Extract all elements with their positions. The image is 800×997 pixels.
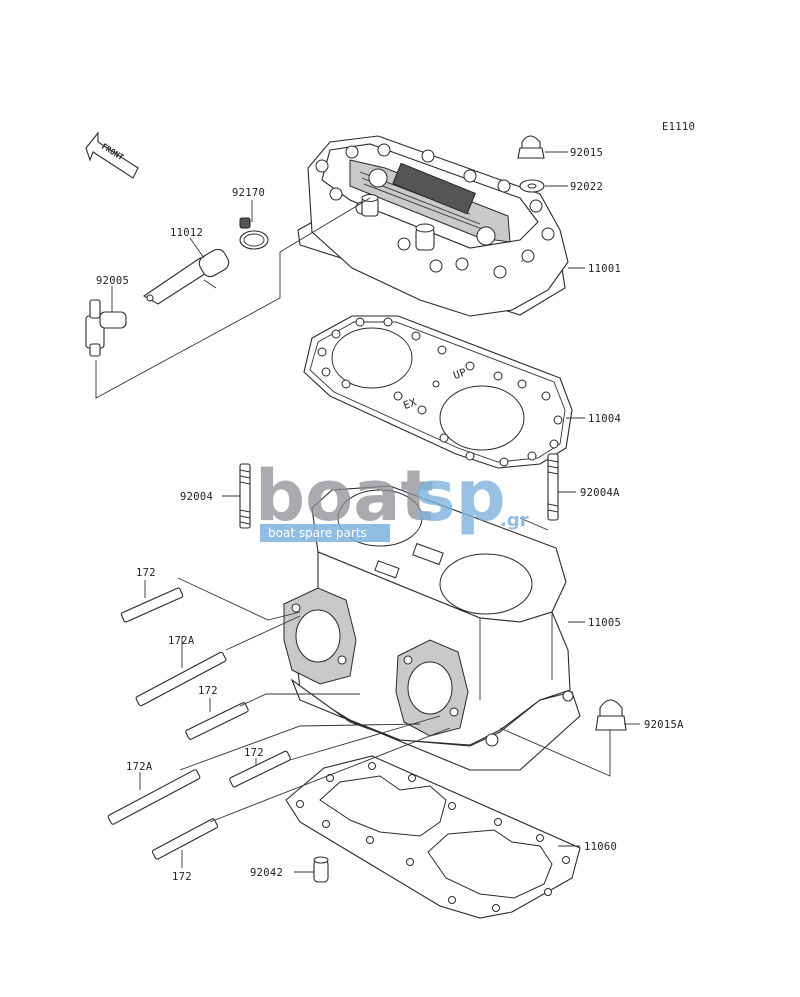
stud-172-middle[interactable] <box>185 702 249 740</box>
label-92004A: 92004A <box>580 487 620 499</box>
washer-92022[interactable] <box>519 179 545 193</box>
label-172-middle: 172 <box>198 685 218 697</box>
label-172A-lower: 172A <box>126 761 153 773</box>
watermark-tld: .gr <box>500 510 529 531</box>
fitting-11012[interactable] <box>142 246 232 305</box>
watermark-tagline: boat spare parts <box>268 526 367 540</box>
stud-172A-lower[interactable] <box>107 769 201 825</box>
label-11004: 11004 <box>588 413 621 425</box>
watermark-brand-grey: boat <box>255 455 434 537</box>
watermark-tagline-bar <box>260 524 390 542</box>
leader-lines <box>95 151 640 873</box>
gasket-holes <box>317 317 563 467</box>
label-92170: 92170 <box>232 187 265 199</box>
cap-nut-92015A[interactable] <box>595 699 627 731</box>
label-92015A: 92015A <box>644 719 684 731</box>
cap-nut-92015[interactable] <box>517 135 545 159</box>
stud-172-upper[interactable] <box>120 587 184 623</box>
watermark-logo: boat sp .gr boat spare parts <box>255 455 529 542</box>
watermark-brand-blue: sp <box>414 455 506 537</box>
label-92015: 92015 <box>570 147 603 159</box>
base-gasket[interactable] <box>285 755 581 919</box>
base-gasket-holes <box>296 762 570 912</box>
label-92005: 92005 <box>96 275 129 287</box>
label-11005: 11005 <box>588 617 621 629</box>
label-172-upper: 172 <box>136 567 156 579</box>
diagram-code: E1110 <box>662 121 695 133</box>
label-92022: 92022 <box>570 181 603 193</box>
head-gasket[interactable]: UP EX <box>303 315 573 469</box>
stud-172-bottom[interactable] <box>151 818 219 860</box>
dowel-pin-92042[interactable] <box>313 856 329 883</box>
gasket-up-mark: UP <box>452 366 469 382</box>
label-92042: 92042 <box>250 867 283 879</box>
cylinder-head[interactable] <box>297 135 569 317</box>
stud-92004A[interactable] <box>547 453 559 521</box>
label-172A-upper: 172A <box>168 635 195 647</box>
stud-92004[interactable] <box>239 463 251 529</box>
label-172-lower-right: 172 <box>244 747 264 759</box>
label-172-bottom: 172 <box>172 871 192 883</box>
label-11060: 11060 <box>584 841 617 853</box>
label-11012: 11012 <box>170 227 203 239</box>
gasket-ex-mark: EX <box>402 396 419 412</box>
head-bolt-holes <box>315 143 555 279</box>
label-11001: 11001 <box>588 263 621 275</box>
stud-172A-upper[interactable] <box>135 651 227 707</box>
hose-clamp-92170[interactable] <box>239 217 269 250</box>
part-labels: 92015 92022 92170 11012 92005 11001 1100… <box>96 147 684 883</box>
stud-172-lower-right[interactable] <box>229 750 291 788</box>
front-arrow-icon: FRONT <box>85 131 139 179</box>
elbow-fitting-92005[interactable] <box>85 299 127 357</box>
label-92004: 92004 <box>180 491 213 503</box>
cylinder-block[interactable] <box>283 485 581 771</box>
